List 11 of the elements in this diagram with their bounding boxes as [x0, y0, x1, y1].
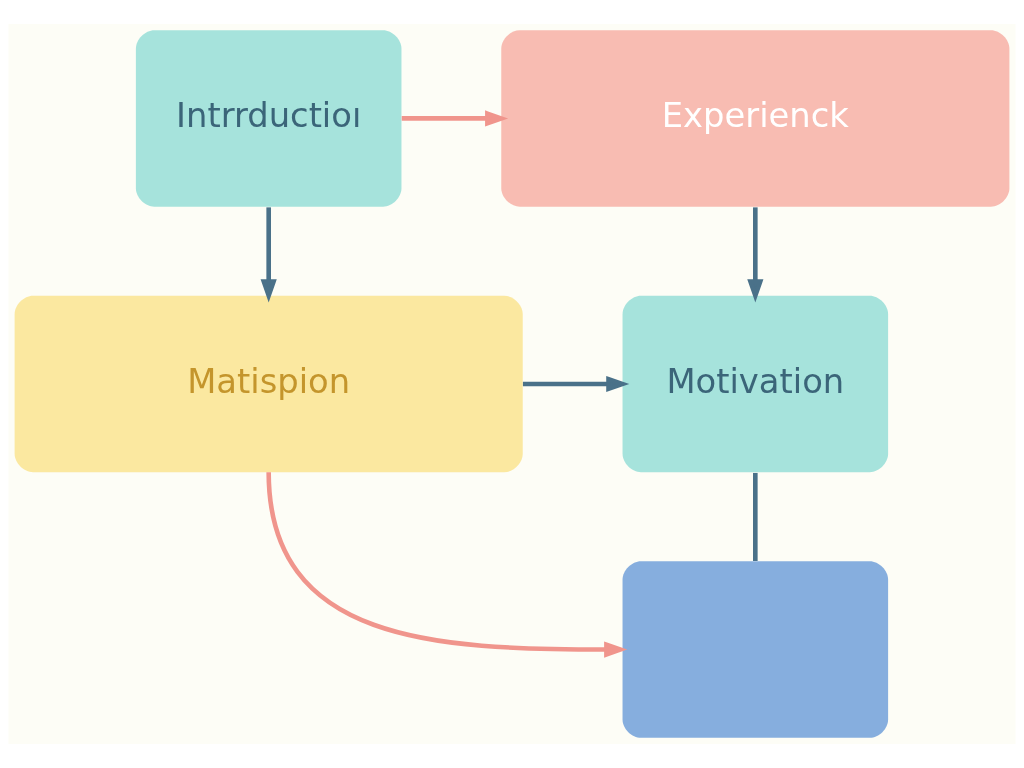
arrow	[401, 110, 509, 127]
node-box: Matispion	[14, 295, 523, 473]
node-box: Motivation	[622, 295, 889, 473]
node-box: Intrrductioı	[135, 30, 402, 207]
node-box	[622, 561, 889, 738]
node-box: Experienck	[501, 30, 1010, 207]
arrow	[522, 375, 630, 393]
arrow	[747, 207, 764, 303]
arrow	[266, 472, 628, 658]
arrow	[260, 207, 277, 303]
connector	[753, 472, 758, 561]
